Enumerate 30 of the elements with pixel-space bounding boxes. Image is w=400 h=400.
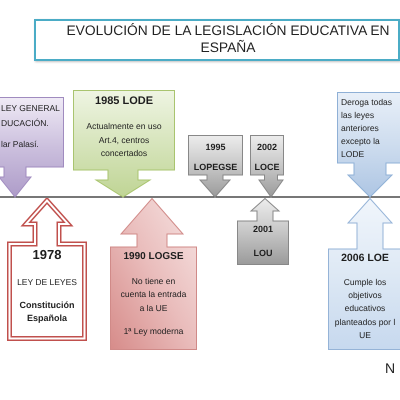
callout-heading: 1978 [32, 246, 62, 262]
callout-text: LOU [252, 246, 274, 260]
callout-text: Actualmente en uso Art.4, centros concertados [85, 120, 163, 160]
callout-text: Constitución Española [18, 298, 76, 324]
callout-heading: 2002 [256, 141, 278, 154]
up-arrow-callout [328, 198, 400, 350]
down-arrow-callout [250, 135, 284, 198]
footer-text: N [385, 360, 396, 376]
callout-text: lar Palasí. [1, 138, 40, 151]
callout-heading: 2006 LOE [340, 250, 390, 264]
callout-text: LOCE [253, 161, 280, 174]
callout-text: No tiene en cuenta la entrada a la UE [120, 274, 188, 314]
down-arrow-callout [0, 97, 64, 198]
callout-heading: 1995 [204, 141, 227, 154]
callout-text: Deroga todas las leyes anteriores excepto la LODE [341, 96, 394, 160]
title: EVOLUCIÓN DE LA LEGISLACIÓN EDUCATIVA EN ESPAÑA [34, 19, 400, 61]
callout-heading: 1990 LOGSE [122, 250, 185, 264]
down-arrow-callout [73, 90, 175, 198]
callout-text: Cumple los objetivos educativos planteados por l UE [334, 276, 396, 342]
callout-heading: 2001 [252, 222, 274, 236]
up-arrow-callout [237, 198, 289, 264]
callout-text: 1ª Ley moderna [122, 324, 184, 338]
callout-heading: 1985 LODE [94, 94, 154, 108]
callout-text: LOPEGSE [192, 161, 238, 174]
callout-text: LEY DE LEYES [16, 276, 78, 288]
up-arrow-callout [7, 198, 87, 340]
down-arrow-callout [188, 135, 243, 198]
callout-heading: LEY GENERAL DUCACIÓN. [1, 102, 61, 130]
down-arrow-callout [337, 92, 400, 198]
up-arrow-callout [110, 198, 197, 350]
